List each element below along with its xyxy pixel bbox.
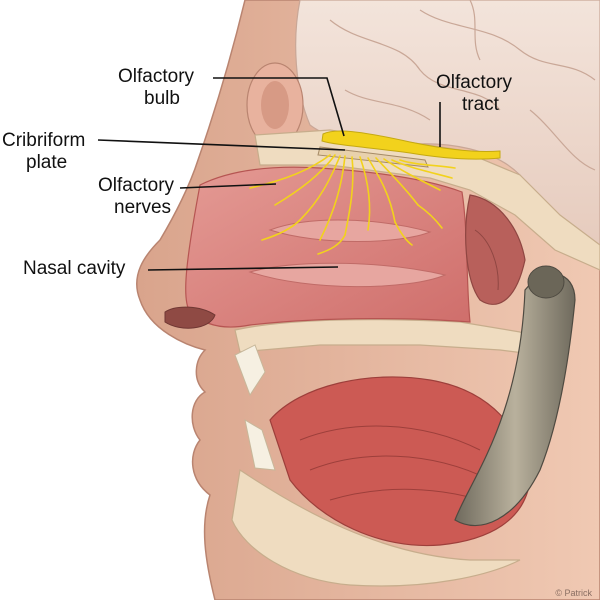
nostril [164,306,216,329]
label-olfactory-nerves-line2: nerves [114,197,172,218]
hard-palate [234,319,546,356]
label-olfactory-bulb: Olfactory bulb [118,66,194,110]
label-cribriform-plate-line1: Cribriform [2,130,86,151]
leader-cribriform-plate [97,139,346,151]
pharyngeal-tube [454,273,576,527]
label-olfactory-bulb-line2: bulb [144,88,180,109]
label-olfactory-nerves-line1: Olfactory [98,175,175,196]
label-olfactory-tract: Olfactory tract [436,72,512,116]
olfactory-nerves [249,154,456,255]
nasal-cavity-region [185,166,471,328]
leader-olfactory-nerves [179,183,277,189]
label-olfactory-tract-line2: tract [462,94,499,115]
label-cribriform-plate-line2: plate [26,152,68,173]
leader-olfactory-bulb [213,77,345,137]
label-nasal-cavity: Nasal cavity [23,258,126,279]
leader-lines [97,77,441,271]
credit-text: © Patrick [555,588,592,598]
label-olfactory-nerves: Olfactory nerves [98,175,174,219]
label-olfactory-bulb-line1: Olfactory [118,66,195,87]
olfactory-bulb [321,130,501,160]
leader-nasal-cavity [147,266,339,271]
cribriform-plate [317,146,429,168]
label-cribriform-plate: Cribriform plate [2,130,85,174]
label-olfactory-tract-line1: Olfactory [436,72,513,93]
